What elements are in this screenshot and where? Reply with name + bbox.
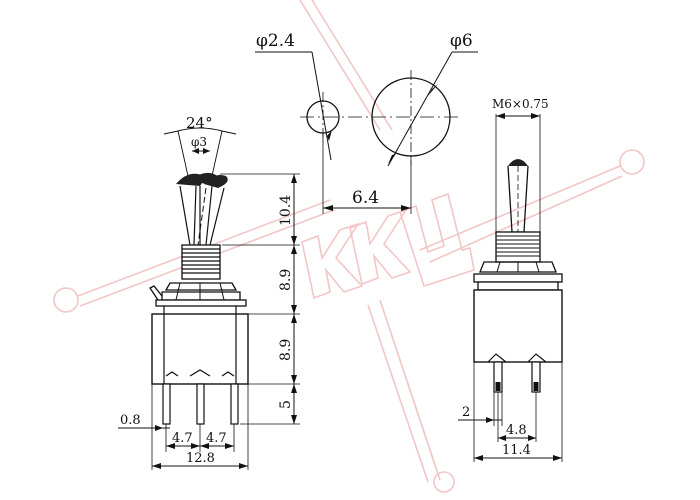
watermark-logo xyxy=(53,0,645,493)
terminal-width-label: 2 xyxy=(462,405,470,420)
body-height-label: 8.9 xyxy=(278,339,294,361)
front-view xyxy=(118,127,300,470)
thread-size-label: M6×0.75 xyxy=(492,97,549,111)
panel-cutout-view xyxy=(255,51,478,214)
pitch-left-label: 4.7 xyxy=(172,431,193,446)
terminal-thickness-label: 0.8 xyxy=(120,413,141,428)
hole-spacing-label: 6.4 xyxy=(352,188,379,208)
large-hole-diameter-label: φ6 xyxy=(450,31,473,51)
small-hole-diameter-label: φ2.4 xyxy=(256,31,295,51)
terminal-length-label: 5 xyxy=(278,400,294,409)
side-body-width-label: 11.4 xyxy=(502,443,531,458)
front-body-width-label: 12.8 xyxy=(186,451,215,466)
bushing-height-label: 8.9 xyxy=(278,269,294,291)
lever-angle-label: 24° xyxy=(186,114,213,132)
side-view xyxy=(458,113,563,462)
lever-tip-diameter-label: φ3 xyxy=(191,135,207,149)
terminal-spacing-label: 4.8 xyxy=(506,423,527,438)
pitch-right-label: 4.7 xyxy=(206,431,227,446)
lever-height-label: 10.4 xyxy=(278,195,294,226)
